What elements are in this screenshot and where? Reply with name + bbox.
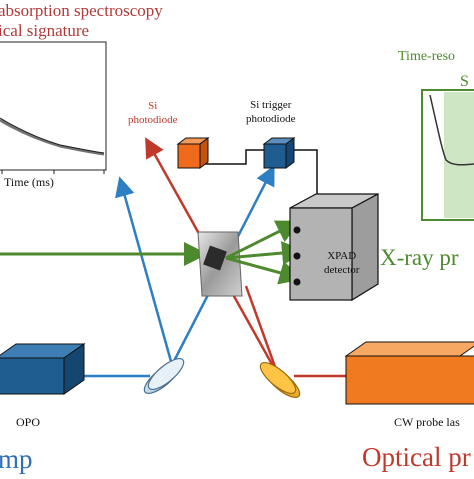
xpad-label: XPAD detector [324, 250, 359, 278]
wire-trigger-to-xpad [286, 149, 318, 205]
xpad-detector [289, 192, 379, 302]
time-resolved-label-2: S [460, 73, 469, 90]
time-resolved-label: Time-reso [398, 49, 456, 64]
time-resolved-inset [421, 89, 474, 221]
si-photodiode-label-line1: Si [148, 100, 158, 112]
si-photodiode-label-line2: photodiode [128, 113, 178, 126]
cw-probe-label: CW probe las [394, 415, 460, 429]
si-photodiode-label: Si photodiode [128, 100, 178, 128]
opo-label: OPO [16, 415, 41, 429]
si-trigger-label-line2: photodiode [246, 112, 296, 125]
probe-mirror [259, 361, 301, 399]
si-photodiode [176, 137, 210, 169]
optical-probe-label: Optical pr [362, 442, 471, 472]
pump-mirror [143, 357, 185, 395]
si-trigger-label: Si trigger photodiode [246, 99, 296, 127]
opo-laser [0, 343, 86, 395]
wire-pd-to-trigger [205, 149, 270, 165]
xray-probe-label: X-ray pr [380, 245, 459, 270]
diffracted-xrays [225, 220, 306, 285]
sample-holder [197, 231, 243, 297]
time-axis-label: Time (ms) [4, 175, 54, 189]
xpad-label-line2: detector [324, 263, 360, 276]
xpad-label-line1: XPAD [327, 250, 357, 262]
decay-plot-inset [0, 41, 107, 174]
probe-beam-to-sample [244, 285, 280, 376]
optical-signature-title: ical signature [0, 21, 90, 40]
si-trigger-label-line1: Si trigger [250, 99, 292, 111]
pump-label: mp [0, 444, 33, 474]
si-trigger-photodiode [262, 137, 296, 169]
pump-beam-reflected [115, 176, 174, 366]
cw-probe-laser [344, 341, 474, 405]
spectroscopy-title: absorption spectroscopy [0, 1, 163, 20]
